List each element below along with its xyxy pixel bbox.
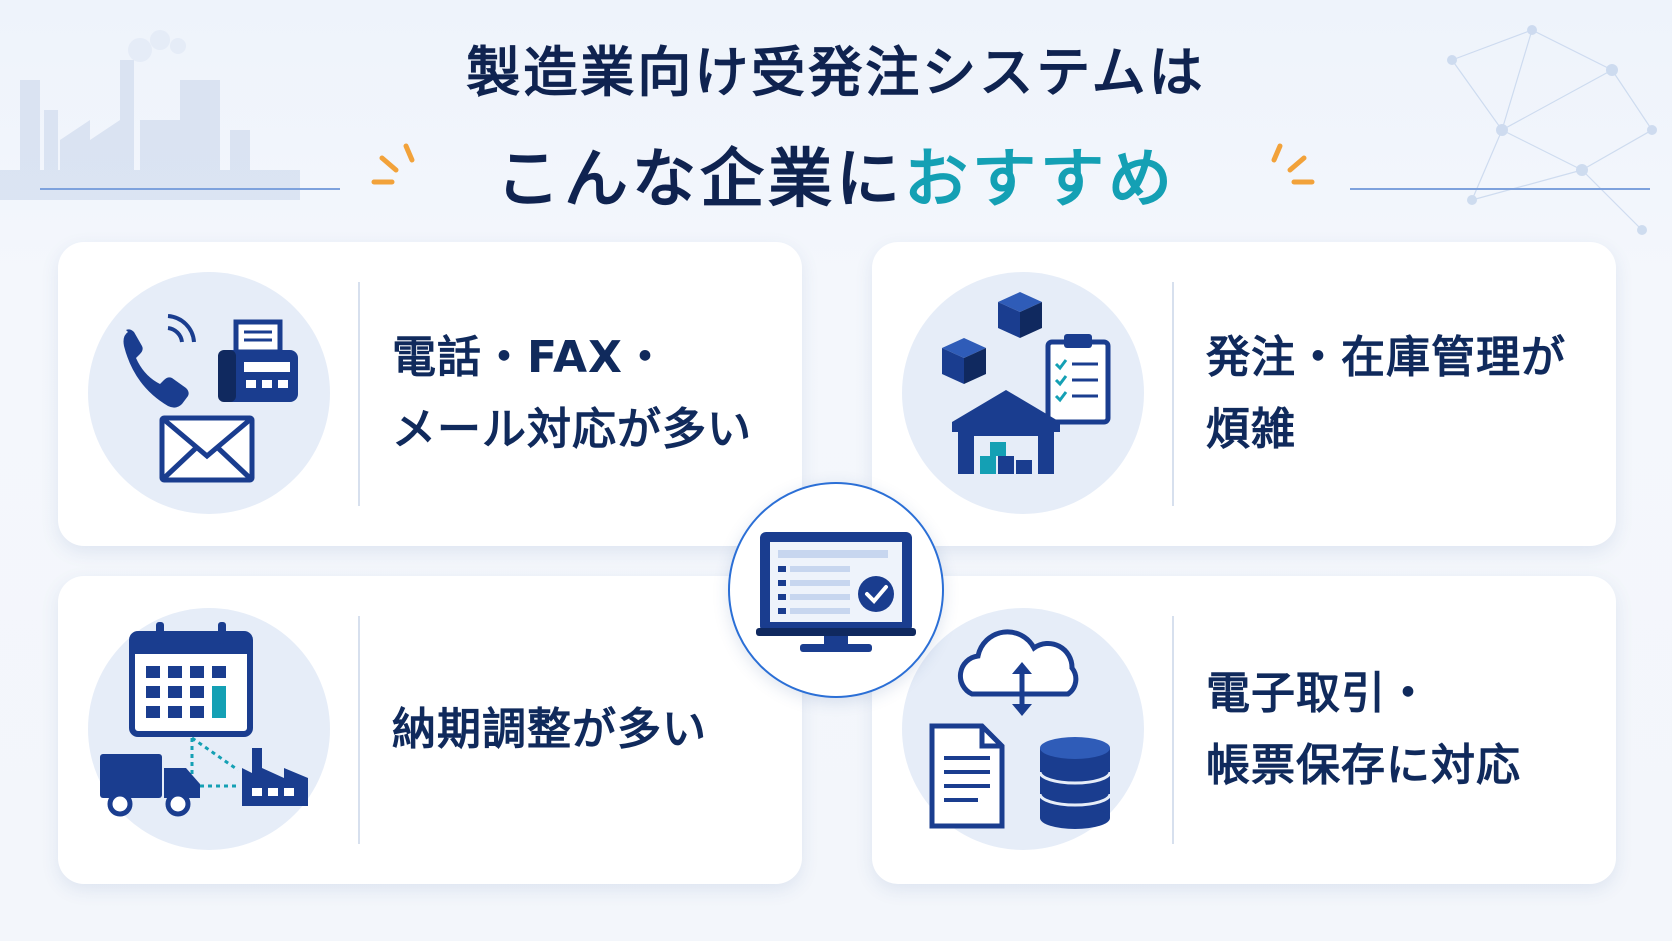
fax-icon bbox=[218, 319, 298, 402]
card-delivery: 納期調整が多い bbox=[58, 576, 802, 884]
card-divider bbox=[1172, 282, 1174, 506]
phone-icon bbox=[123, 314, 196, 408]
subtitle-accent: おすすめ bbox=[904, 143, 1176, 217]
subtitle-main: こんな企業に bbox=[496, 143, 904, 217]
card-text-line1: 納期調整が多い bbox=[392, 704, 707, 755]
title-divider-right bbox=[1350, 188, 1650, 190]
icon-circle bbox=[902, 272, 1144, 514]
card-text-line2: 帳票保存に対応 bbox=[1206, 740, 1521, 791]
card-text-line1: 電話・FAX・ bbox=[392, 332, 668, 383]
card-text: 電話・FAX・ メール対応が多い bbox=[392, 242, 782, 546]
factory-skyline-background bbox=[0, 30, 300, 200]
calendar-icon bbox=[129, 622, 253, 737]
title-divider-left bbox=[40, 188, 340, 190]
card-text: 発注・在庫管理が 煩雑 bbox=[1206, 242, 1596, 546]
icon-circle bbox=[88, 272, 330, 514]
spark-icon bbox=[371, 143, 415, 185]
mail-icon bbox=[159, 415, 255, 483]
card-text-line2: 煩雑 bbox=[1206, 404, 1296, 455]
card-e-document: 電子取引・ 帳票保存に対応 bbox=[872, 576, 1616, 884]
card-text-line2: メール対応が多い bbox=[392, 404, 752, 455]
card-text: 納期調整が多い bbox=[392, 576, 782, 884]
database-icon bbox=[1038, 737, 1112, 829]
page-subtitle: こんな企業におすすめ bbox=[0, 128, 1672, 220]
card-inventory: 発注・在庫管理が 煩雑 bbox=[872, 242, 1616, 546]
icon-circle bbox=[88, 608, 330, 850]
card-text-line1: 発注・在庫管理が bbox=[1206, 332, 1566, 383]
card-divider bbox=[358, 282, 360, 506]
monitor-check-icon bbox=[756, 532, 916, 652]
spark-icon bbox=[1271, 143, 1315, 185]
page-title: 製造業向け受発注システムは bbox=[466, 41, 1206, 104]
card-divider bbox=[1172, 616, 1174, 844]
document-icon bbox=[929, 723, 1005, 829]
card-communication: 電話・FAX・ メール対応が多い bbox=[58, 242, 802, 546]
factory-icon bbox=[242, 748, 308, 806]
card-text: 電子取引・ 帳票保存に対応 bbox=[1206, 576, 1596, 884]
card-divider bbox=[358, 616, 360, 844]
card-text-line1: 電子取引・ bbox=[1206, 668, 1431, 719]
center-hub bbox=[728, 482, 944, 698]
box-icon bbox=[942, 292, 1042, 384]
cloud-icon bbox=[957, 629, 1079, 716]
icon-circle bbox=[902, 608, 1144, 850]
clipboard-icon bbox=[1045, 334, 1111, 425]
truck-icon bbox=[100, 754, 200, 817]
warehouse-icon bbox=[952, 390, 1060, 474]
